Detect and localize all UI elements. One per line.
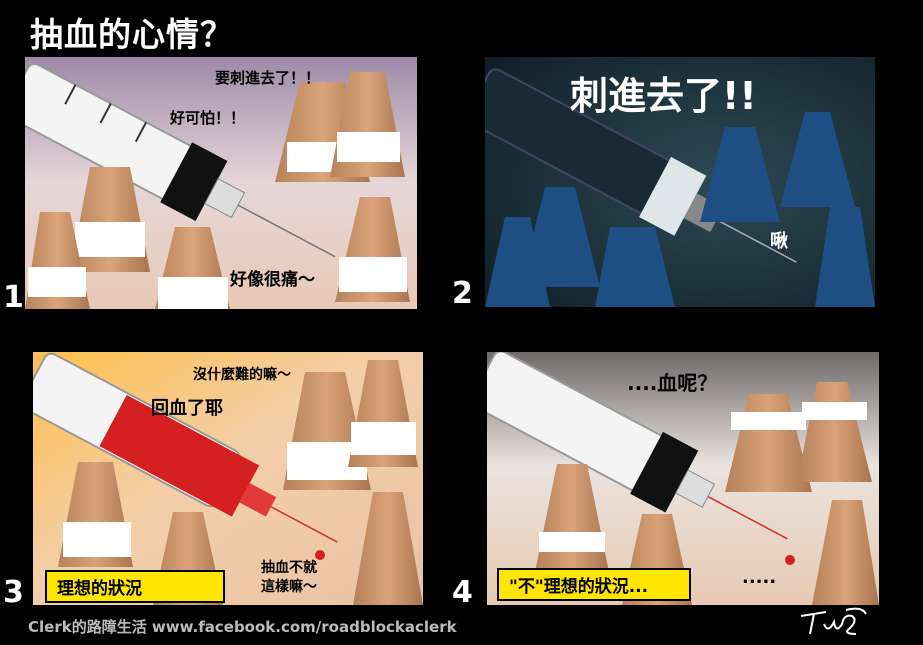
panel-1-text-2: 好可怕！！ (170, 109, 246, 127)
panel-4-illustration (487, 352, 879, 605)
panel-3-number: 3 (3, 575, 24, 610)
panel-4-text-1: ....血呢？ (627, 371, 718, 395)
signature-graphic (800, 607, 867, 635)
panel-4-number: 4 (452, 575, 473, 610)
panel-4-caption: "不"理想的狀況... (497, 568, 691, 601)
panel-2-illustration (485, 57, 875, 307)
panel-3: 沒什麼難的嘛～ 回血了耶 抽血不就 這樣嘛～ 理想的狀況 (33, 352, 423, 605)
panel-2-text-2: 啾 (770, 231, 788, 252)
panel-1: 要刺進去了！！ 好可怕！！ 好像很痛～ (25, 57, 417, 309)
panel-4-text-2: ..... (742, 567, 777, 588)
panel-1-illustration (25, 57, 417, 309)
panel-2-text-1: 刺進去了!! (570, 74, 757, 118)
panel-1-number: 1 (3, 280, 24, 315)
comic-title: 抽血的心情？ (30, 15, 234, 54)
panel-3-illustration (33, 352, 423, 605)
panel-4: ....血呢？ ..... "不"理想的狀況... (487, 352, 879, 605)
panel-1-text-3: 好像很痛～ (230, 270, 315, 290)
panel-1-text-1: 要刺進去了！！ (215, 69, 321, 87)
panel-2: 刺進去了!! 啾 (485, 57, 875, 307)
panel-2-number: 2 (452, 276, 473, 311)
panel-3-text-4: 這樣嘛～ (261, 579, 317, 595)
cone-characters (25, 72, 410, 309)
panel-3-text-3: 抽血不就 (261, 560, 317, 576)
panel-3-text-1: 沒什麼難的嘛～ (193, 367, 291, 383)
panel-3-text-2: 回血了耶 (151, 398, 223, 419)
footer-credit: Clerk的路障生活 www.facebook.com/roadblockacl… (28, 618, 457, 636)
panel-3-caption: 理想的狀況 (45, 570, 225, 603)
